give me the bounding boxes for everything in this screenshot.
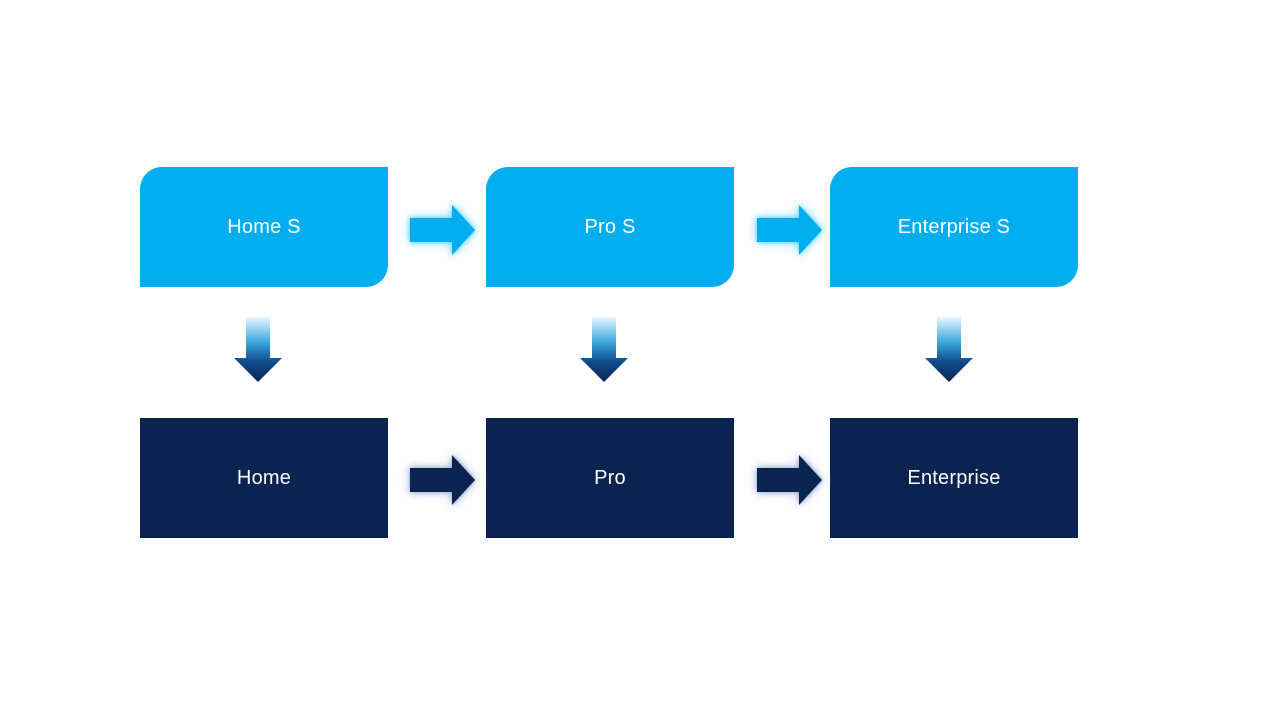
box-pro-label: Pro	[594, 466, 626, 489]
box-pro: Pro	[486, 418, 734, 538]
box-enterprise: Enterprise	[830, 418, 1078, 538]
box-enterprise-label: Enterprise	[907, 466, 1001, 489]
box-home-s-label: Home S	[227, 215, 301, 238]
arrow-down-icon	[580, 317, 628, 382]
arrow-down-icon	[234, 317, 282, 382]
box-pro-s-label: Pro S	[584, 215, 636, 238]
box-home: Home	[140, 418, 388, 538]
arrow-right-icon	[757, 205, 822, 255]
box-enterprise-s: Enterprise S	[830, 167, 1078, 287]
arrow-right-icon	[410, 205, 475, 255]
box-pro-s: Pro S	[486, 167, 734, 287]
arrow-right-icon	[757, 455, 822, 505]
box-home-label: Home	[236, 466, 292, 489]
box-enterprise-s-label: Enterprise S	[897, 215, 1011, 238]
box-home-s: Home S	[140, 167, 388, 287]
arrow-right-icon	[410, 455, 475, 505]
arrow-down-icon	[925, 317, 973, 382]
